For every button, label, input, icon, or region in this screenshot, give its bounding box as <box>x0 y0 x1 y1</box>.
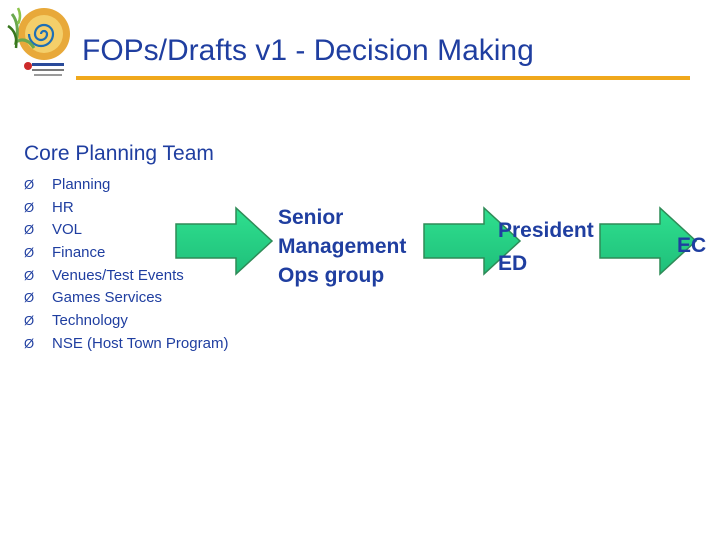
list-item: Ø HR <box>24 197 228 220</box>
list-item-label: Games Services <box>52 289 163 307</box>
list-item-label: Finance <box>52 244 106 262</box>
list-item: Ø Planning <box>24 174 228 197</box>
page-title: FOPs/Drafts v1 - Decision Making <box>82 34 534 67</box>
special-olympics-logo <box>4 4 70 96</box>
list-item: Ø Finance <box>24 242 228 265</box>
list-item-label: Planning <box>52 176 111 193</box>
bullet-arrow-icon: Ø <box>24 177 35 192</box>
bullet-arrow-icon: Ø <box>24 335 35 351</box>
bullet-arrow-icon: Ø <box>24 245 35 261</box>
list-item: Ø Venues/Test Events <box>24 265 228 288</box>
stage-president-ed: President ED <box>498 219 594 275</box>
list-item: Ø NSE (Host Town Program) <box>24 333 228 356</box>
stage-senior-management: Senior Management Ops group <box>278 206 407 287</box>
bullet-arrow-icon: Ø <box>24 313 35 329</box>
list-item-label: VOL <box>52 221 83 239</box>
list-item: Ø VOL <box>24 219 228 242</box>
bullet-arrow-icon: Ø <box>24 267 35 283</box>
list-item-label: NSE (Host Town Program) <box>52 334 229 352</box>
stage-ec: EC <box>677 234 707 257</box>
right-arrow-icon <box>598 206 698 276</box>
right-arrow-icon <box>174 206 274 276</box>
bullet-arrow-icon: Ø <box>24 199 35 215</box>
section-heading: Core Planning Team <box>24 142 214 165</box>
right-arrow-icon <box>422 206 522 276</box>
bullet-arrow-icon: Ø <box>24 290 35 306</box>
bullet-arrow-icon: Ø <box>24 222 35 238</box>
list-item: Ø Technology <box>24 310 228 333</box>
list-item-label: Technology <box>52 312 128 330</box>
list-item: Ø Games Services <box>24 287 228 310</box>
title-divider <box>76 76 690 80</box>
list-item-label: HR <box>52 198 74 216</box>
list-item-label: Venues/Test Events <box>52 266 184 284</box>
